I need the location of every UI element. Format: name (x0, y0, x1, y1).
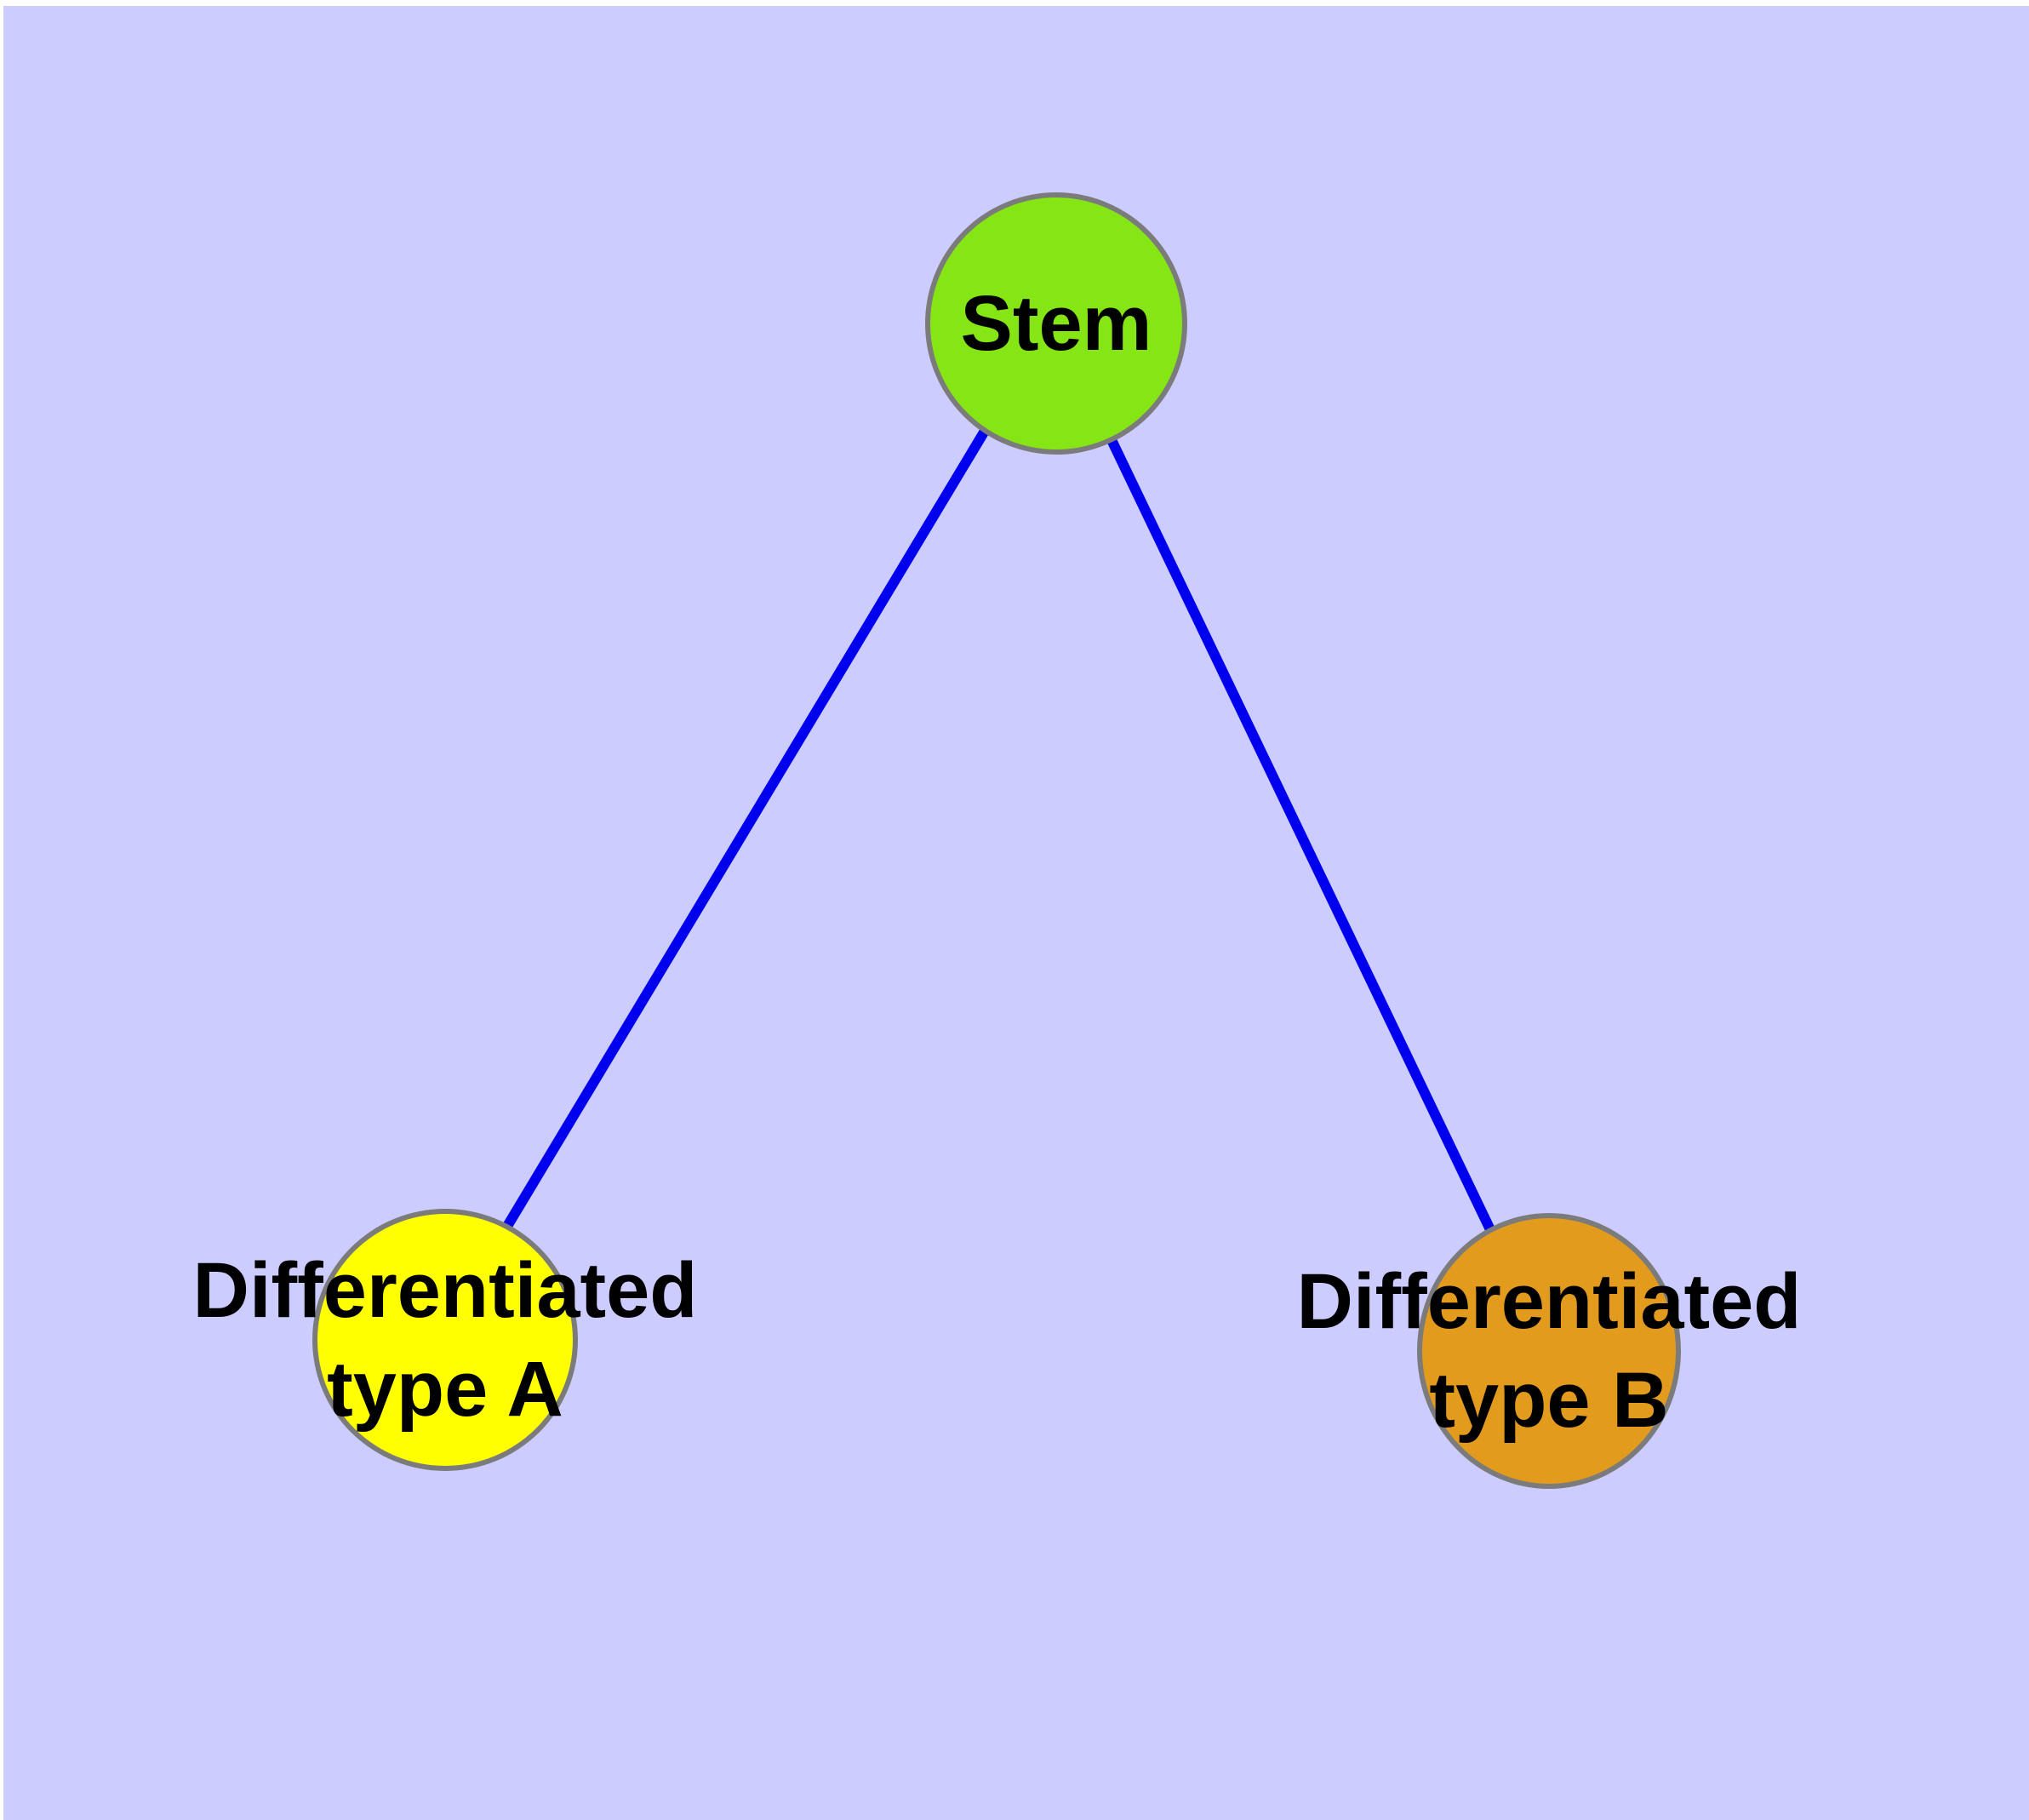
edge-stem-to-type-a (437, 314, 1058, 1337)
node-stem-label: Stem (961, 274, 1152, 373)
graph-canvas: Stem Differentiated type A Differentiate… (3, 6, 2029, 1820)
node-type-a-label-line2: type A (327, 1346, 563, 1433)
node-stem-label-line1: Stem (960, 280, 1152, 367)
edges-layer (437, 314, 1551, 1348)
edge-stem-to-type-b (1048, 315, 1551, 1348)
node-differentiated-type-b: Differentiated type B (1297, 1213, 1801, 1489)
node-type-b-label-line1: Differentiated (1296, 1258, 1802, 1345)
node-type-b-label-line2: type B (1429, 1357, 1669, 1444)
node-type-a-label-line1: Differentiated (192, 1247, 698, 1334)
node-type-b-label: Differentiated type B (1297, 1252, 1802, 1450)
node-type-a-label: Differentiated type A (193, 1241, 698, 1439)
node-differentiated-type-a: Differentiated type A (193, 1209, 697, 1471)
node-stem: Stem (925, 192, 1187, 455)
